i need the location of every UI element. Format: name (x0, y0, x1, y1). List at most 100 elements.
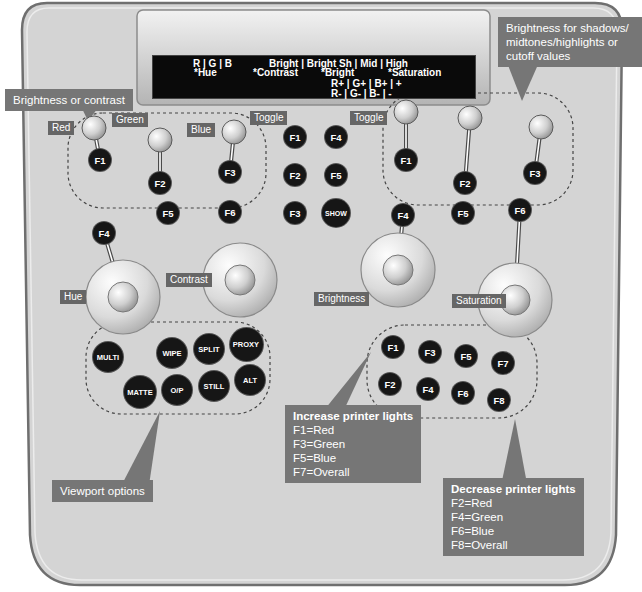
label-text: Toggle (254, 112, 283, 124)
viewport-button: MATTE (124, 376, 156, 408)
knob (222, 120, 246, 144)
control-label: Red (48, 121, 74, 135)
function-button: F5 (455, 345, 477, 367)
knob (394, 100, 418, 124)
leader-lines (94, 112, 541, 300)
function-button: F1 (382, 336, 404, 358)
viewport-button: MULTI (93, 342, 123, 372)
function-button: F5 (157, 202, 179, 224)
trackball-center (225, 265, 255, 295)
control-label: Saturation (452, 294, 506, 308)
label-text: F3 (289, 208, 300, 219)
label-text: F3 (424, 347, 435, 358)
function-button: F6 (509, 199, 531, 221)
function-button: F3 (219, 161, 241, 183)
label-text: Hue (64, 291, 82, 303)
label-text: F7 (497, 358, 508, 369)
control-label: Green (112, 113, 148, 127)
label-text: Brightness (318, 293, 365, 305)
function-button: F2 (284, 164, 306, 186)
label-text: Saturation (456, 295, 502, 307)
label-text: MATTE (127, 388, 152, 397)
label-text: F1 (289, 132, 300, 143)
label-text: ALT (243, 376, 257, 385)
callout-heading: Decrease printer lights (451, 482, 576, 496)
button-group-outline (86, 322, 270, 414)
label-text: F2 (289, 170, 300, 181)
display-readout: *Hue (194, 68, 217, 78)
control-label: Brightness (314, 292, 369, 306)
trackball-ring (203, 243, 277, 317)
display-bezel (137, 10, 490, 105)
display-readout: *Saturation (388, 68, 441, 78)
callout-box: Increase printer lightsF1=Red F3=Green F… (285, 405, 421, 483)
label-text: F2=Red F4=Green F6=Blue F8=Overall (451, 496, 508, 552)
label-text: F6 (457, 388, 468, 399)
callout-box: Viewport options (52, 480, 153, 502)
function-button: SHOW (322, 199, 350, 227)
label-text: Toggle (354, 112, 383, 124)
viewport-button: PROXY (230, 328, 263, 361)
function-button: F8 (488, 389, 510, 411)
lcd-display: R | G | BBright | Bright Sh | Mid | High… (152, 55, 476, 99)
callout-box: Decrease printer lightsF2=Red F4=Green F… (443, 478, 584, 556)
label-text: F4 (397, 210, 408, 221)
function-button: F1 (395, 149, 417, 171)
label-text: F1=Red F3=Green F5=Blue F7=Overall (293, 423, 350, 479)
function-button: F3 (419, 341, 441, 363)
viewport-button: STILL (199, 371, 229, 401)
label-text: SHOW (325, 210, 347, 217)
label-text: Red (52, 122, 70, 134)
display-readout: *Bright (321, 68, 354, 78)
label-text: F3 (224, 167, 235, 178)
control-label: Toggle (250, 111, 287, 125)
callout-heading: Increase printer lights (293, 409, 413, 423)
function-button: F4 (93, 222, 115, 244)
button-group-outline (68, 113, 266, 208)
label-text: Brightness for shadows/ midtones/highlig… (506, 21, 634, 63)
function-button: F6 (452, 382, 474, 404)
trackball-ring (361, 233, 435, 307)
label-text: F4 (422, 384, 433, 395)
function-button: F4 (417, 378, 439, 400)
trackball-center (383, 255, 413, 285)
label-text: F1 (94, 155, 105, 166)
viewport-button: O/P (162, 375, 192, 405)
function-button: F2 (454, 172, 476, 194)
label-text: F1 (400, 155, 411, 166)
label-text: F3 (529, 168, 540, 179)
label-text: F2 (154, 178, 165, 189)
display-readout: R+ | G+ | B+ | + (331, 79, 402, 89)
label-text: F5 (460, 351, 471, 362)
control-label: Hue (60, 290, 86, 304)
viewport-button: ALT (235, 365, 265, 395)
control-label: Blue (187, 123, 215, 137)
callout-box: Brightness for shadows/ midtones/highlig… (498, 17, 642, 67)
function-button: F4 (392, 204, 414, 226)
label-text: F4 (330, 132, 341, 143)
knob (458, 106, 482, 130)
control-label: Toggle (350, 111, 387, 125)
function-button: F2 (379, 373, 401, 395)
function-button: F2 (149, 172, 171, 194)
label-text: Green (116, 114, 144, 126)
label-text: F6 (224, 207, 235, 218)
control-label: Contrast (166, 273, 212, 287)
label-text: F6 (514, 205, 525, 216)
large-knobs (86, 233, 552, 337)
display-readout: R- | G- | B- | - (331, 89, 392, 99)
label-text: WIPE (162, 349, 181, 358)
trackball-center (108, 282, 138, 312)
trackball-ring (86, 260, 160, 334)
label-text: Blue (191, 124, 211, 136)
viewport-button: SPLIT (194, 334, 224, 364)
function-button: F1 (284, 126, 306, 148)
viewport-button: WIPE (157, 338, 187, 368)
label-text: Brightness or contrast (13, 93, 125, 107)
label-text: SPLIT (198, 345, 219, 354)
label-text: F8 (493, 395, 504, 406)
label-text: F5 (162, 208, 173, 219)
label-text: F2 (384, 379, 395, 390)
